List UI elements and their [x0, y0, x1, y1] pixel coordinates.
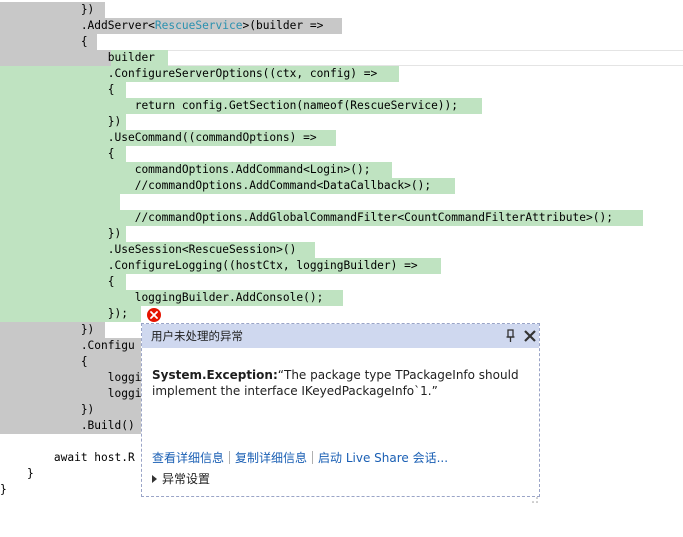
code-line: }): [0, 115, 122, 128]
code-line: {: [0, 35, 88, 48]
exception-message: System.Exception:“The package type TPack…: [152, 367, 532, 399]
highlight-band: [0, 370, 141, 386]
close-icon[interactable]: [522, 327, 538, 345]
highlight-band: [0, 418, 141, 434]
code-line: .ConfigureLogging((hostCtx, loggingBuild…: [0, 259, 418, 272]
code-line-text: .AddServer<RescueService>(builder =>: [0, 19, 324, 32]
highlight-band: [0, 178, 455, 194]
highlight-band: [0, 258, 441, 274]
highlight-band: [0, 274, 126, 290]
code-line: {: [0, 355, 88, 368]
highlight-band: [0, 290, 343, 306]
error-icon[interactable]: [147, 308, 161, 322]
code-line: return config.GetSection(nameof(RescueSe…: [0, 99, 459, 112]
exception-text: “The package type TPackageInfo should im…: [152, 368, 519, 398]
code-line: loggi: [0, 371, 142, 384]
code-line: {: [0, 275, 115, 288]
highlight-band: [0, 146, 126, 162]
code-line: .Configu: [0, 339, 135, 352]
highlight-band: [0, 82, 126, 98]
code-line: }): [0, 3, 95, 16]
exception-type: System.Exception:: [152, 368, 278, 382]
code-line: .UseCommand((commandOptions) =>: [0, 131, 317, 144]
expand-triangle-icon: [152, 475, 157, 483]
highlight-band: [0, 66, 399, 82]
highlight-band: [0, 18, 342, 34]
highlight-band: [0, 50, 111, 66]
code-line: }: [0, 483, 7, 496]
code-line: {: [0, 83, 115, 96]
highlight-band: [0, 402, 141, 418]
code-line: }): [0, 227, 122, 240]
current-line-border: [0, 50, 683, 66]
view-details-link[interactable]: 查看详细信息: [152, 451, 225, 465]
highlight-band: [0, 114, 126, 130]
highlight-band: [0, 338, 141, 354]
highlight-band: [0, 322, 105, 338]
copy-details-link[interactable]: 复制详细信息: [235, 451, 308, 465]
live-share-link[interactable]: 启动 Live Share 会话...: [318, 451, 449, 465]
resize-grip-icon[interactable]: [531, 488, 538, 503]
highlight-band: [0, 34, 97, 50]
code-line: });: [0, 307, 128, 320]
link-divider: [229, 451, 231, 464]
exception-popup-header: 用户未处理的异常: [142, 324, 539, 348]
highlight-band: [0, 226, 126, 242]
code-line: }): [0, 403, 95, 416]
code-line: }: [0, 467, 34, 480]
highlight-band: [0, 210, 643, 226]
highlight-band: [0, 2, 105, 18]
code-line: loggi: [0, 387, 142, 400]
highlight-band: [0, 162, 392, 178]
code-line: .Build(): [0, 419, 135, 432]
highlight-band: [0, 306, 141, 322]
code-line: .AddServer<RescueService>(builder =>: [0, 18, 324, 34]
pin-icon[interactable]: [504, 328, 518, 344]
code-line: {: [0, 147, 115, 160]
code-line: commandOptions.AddCommand<Login>();: [0, 163, 371, 176]
code-line: }): [0, 323, 95, 336]
exception-links: 查看详细信息复制详细信息启动 Live Share 会话...: [152, 450, 448, 466]
code-line: loggingBuilder.AddConsole();: [0, 291, 324, 304]
highlight-band: [0, 130, 336, 146]
exception-settings-label: 异常设置: [162, 472, 211, 486]
highlight-band: [0, 98, 482, 114]
highlight-band: [0, 242, 315, 258]
type-name: RescueService: [154, 19, 243, 32]
code-line: //commandOptions.AddCommand<DataCallback…: [0, 179, 432, 192]
code-line: .UseSession<RescueSession>(): [0, 243, 297, 256]
code-line: .ConfigureServerOptions((ctx, config) =>: [0, 67, 378, 80]
exception-settings-toggle[interactable]: 异常设置: [152, 471, 210, 487]
code-line: //commandOptions.AddGlobalCommandFilter<…: [0, 211, 613, 224]
exception-popup: 用户未处理的异常 System.Exception:“The package t…: [141, 323, 540, 503]
highlight-band: [0, 386, 141, 402]
highlight-band: [0, 354, 141, 370]
code-line: builder: [0, 51, 155, 64]
highlight-band: [111, 50, 168, 66]
exception-popup-title: 用户未处理的异常: [151, 329, 243, 343]
highlight-band: [0, 194, 120, 210]
code-line: await host.R: [0, 451, 135, 464]
link-divider: [312, 451, 314, 464]
